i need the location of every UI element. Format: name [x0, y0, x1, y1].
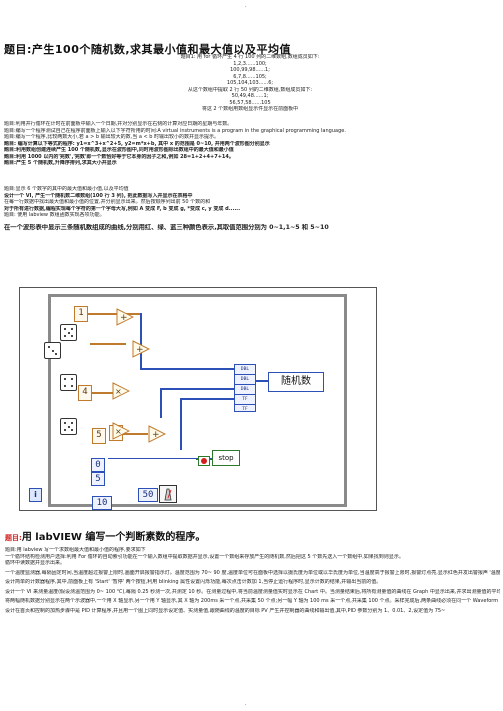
random-number-dice-icon	[60, 324, 77, 341]
body-line: 题目:利用并行循环在计时在前面板中输入一个日期,并对分别显示在右侧的计算对应日期…	[4, 121, 233, 127]
section-paragraph: 一个温度监测器,每隔固定时间,当温度超过报警上限时,画面开启报警指示灯。温度范围…	[5, 569, 500, 576]
body-line: 题目:显示 6 个数字的其中的最大值和最小值,以及平均值	[4, 186, 129, 192]
wire	[90, 343, 126, 345]
random-number-dice-icon	[60, 374, 77, 391]
wait-timer-metronome-icon	[159, 485, 177, 503]
bundle-row: DBL	[235, 365, 255, 375]
add-operator-icon: +	[132, 340, 150, 358]
wire	[140, 313, 142, 368]
wire	[140, 368, 234, 370]
constant-10[interactable]: 10	[92, 496, 112, 510]
section-paragraph: 将两幅随机数据分别显示在两个示波器中,一个用 X 轴显示,另一个用 Y 轴显示,…	[5, 598, 500, 604]
section-paragraph: 设计简单的计数器程序,其中,前面板上有 'Start' '暂停' 两个按钮,利用…	[5, 579, 382, 585]
center-line: 题目1: 用 for 循环产生 4 行 100 列的二维数组,数组成员如下:	[180, 54, 320, 60]
center-line: 6,7,8......105;	[233, 73, 267, 80]
build-array-node: DBL DBL DBL TF TF	[234, 364, 256, 412]
body-line: 题目:编写一个程序测试自己在程序前面板上输入以下字符所用的时间:A virtua…	[4, 127, 346, 134]
bundle-row: TF	[242, 407, 248, 412]
body-text-block-2: 题目:显示 6 个数字的其中的最大值和最小值,以及平均值 设计一个 VI, 产生…	[4, 186, 499, 219]
center-line: 100,99,98......1;	[230, 67, 270, 73]
wire	[108, 458, 234, 459]
section-paragraph: 一个循环结构检测用户选择:利用 For 循环的自动索引功能在一个输入数组中提取数…	[5, 553, 404, 560]
body-text-block: 题目:利用并行循环在计时在前面板中输入一个日期,并对分别显示在右侧的计算对应日期…	[4, 121, 499, 167]
section-paragraph: 设计一个 VI 来测量温度(假设测温范围为 0~ 100 ℃),每隔 0.25 …	[5, 588, 500, 595]
random-number-chart-indicator[interactable]: 随机数	[268, 372, 324, 392]
iteration-terminal: i	[29, 488, 42, 502]
section-paragraph: 循环中读数据并显示出来。	[5, 560, 66, 566]
wire	[110, 433, 148, 435]
heading-text: 用 labVIEW 编写一个判断素数的程序。	[21, 532, 206, 543]
body-line: 题目:产生 5 个随机数,升降序排列,求其大小并显示	[4, 160, 117, 166]
section-heading: 题目:用 labVIEW 编写一个判断素数的程序。	[5, 528, 500, 543]
body-line: 在每一行数据中找出最大值和最小值的位置,并分别显示出来。然后按顺序列出前 50 …	[4, 199, 211, 205]
body-line: 题目:利用 1000 以内的'完数','完数'即一个数恰好等于它本身的因子之和,…	[4, 153, 234, 160]
labview-block-diagram: 1 4 5 5 0 5 10 50 + + × × + DBL DBL DBL	[19, 287, 377, 511]
svg-text:+: +	[120, 313, 128, 323]
wire	[86, 313, 142, 315]
section-paragraph: 设计在首页和控制的加热步骤中是 PID 计算程序,并且用一个图上同时显示设定值、…	[5, 607, 446, 614]
multiply-operator-icon: ×	[112, 382, 130, 400]
body-line: 题目:编写一个程序,比较两数大小,若 a > b 输出较大的数,当 a < b …	[4, 134, 220, 140]
multiply-operator-icon: ×	[112, 422, 130, 440]
center-task-block: 题目1: 用 for 循环产生 4 行 100 列的二维数组,数组成员如下: 1…	[60, 54, 440, 113]
center-line: 50,49,48......1;	[231, 93, 269, 99]
constant-4[interactable]: 4	[78, 385, 92, 401]
section-line: 题目:用 labview 写一个求数组最大值和最小值的程序,要求如下	[5, 547, 146, 553]
svg-text:×: ×	[115, 387, 122, 396]
center-line: 105,104,103......6;	[226, 80, 274, 86]
bundle-row: DBL	[235, 385, 255, 395]
heading-prefix: 题目:	[5, 534, 22, 542]
section-2: 题目:用 labVIEW 编写一个判断素数的程序。 题目:用 labview 写…	[5, 528, 500, 614]
wire	[160, 388, 162, 418]
body-line: 设计一个 VI, 产生一个随机数二维数组(100 行 3 列), 把此数据写入并…	[4, 192, 193, 199]
random-number-dice-icon	[60, 418, 77, 435]
diagram-caption: 在一个波形表中显示三条随机数组成的曲线,分别用红、绿、蓝三种颜色表示,其取值范围…	[4, 224, 329, 231]
add-operator-icon: +	[148, 425, 166, 443]
constant-50[interactable]: 50	[138, 488, 158, 502]
body-line: 题目:利用数组创建连续产生 100 个随机数,显示在波形图中,同时用波形图标出数…	[4, 147, 234, 153]
svg-text:×: ×	[115, 427, 122, 436]
constant-5[interactable]: 5	[91, 472, 105, 486]
bundle-row: DBL	[235, 375, 255, 385]
stop-button[interactable]: stop	[212, 450, 240, 466]
bundle-row: TF	[235, 395, 255, 405]
page-title: 题目:产生100个随机数,求其最小值和最大值以及平均值	[4, 43, 292, 56]
wire	[254, 380, 268, 382]
wire	[88, 392, 118, 394]
svg-text:+: +	[136, 345, 144, 355]
constant-5[interactable]: 5	[92, 428, 106, 444]
center-line: 将这 2 个数组用数组显示件显示在前面板中	[201, 106, 299, 112]
wire	[160, 388, 234, 390]
body-line: 题目: 编写计算以下等式的程序: y1=x^3+x^2+5, y2=m*x+b,…	[4, 140, 270, 147]
body-line: 题目: 使用 labview 数组函数实现各项功能。	[4, 212, 105, 218]
center-line: 1,2,3......100;	[233, 60, 267, 67]
wire	[180, 398, 234, 400]
body-line: 对于所有进行数据,编程实现每个字符的第一个字母大写,例如 A 变成 F, b 变…	[4, 205, 241, 212]
loop-condition-icon	[198, 456, 210, 466]
constant-0[interactable]: 0	[91, 458, 105, 472]
center-line: 从这个数组中提取 2 行 50 列的二维数组,数组成员如下:	[187, 86, 313, 93]
header-mark: ·	[245, 4, 247, 10]
constant-1[interactable]: 1	[74, 306, 88, 322]
footer-mark: ·	[245, 702, 247, 708]
random-number-dice-icon	[44, 342, 61, 359]
svg-text:+: +	[152, 430, 160, 440]
wire	[180, 398, 182, 450]
center-line: 56,57,58......105	[229, 99, 271, 106]
add-operator-icon: +	[116, 308, 134, 326]
